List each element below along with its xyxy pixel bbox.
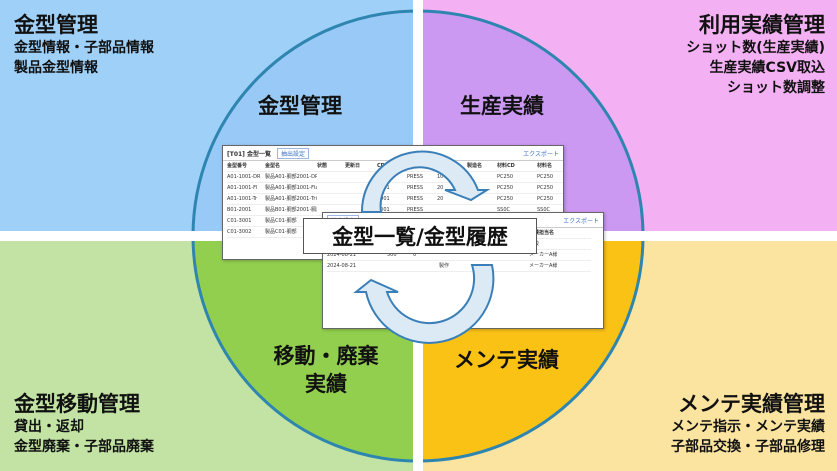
table-header-cell: 金型名 xyxy=(265,161,317,172)
corner-line: 貸出・返却 xyxy=(14,419,84,435)
table-header-cell: 分類名 xyxy=(407,161,437,172)
table-cell: C01-3002 xyxy=(227,227,265,238)
table-cell: 2024-08-21 xyxy=(327,250,357,261)
table-cell xyxy=(345,172,377,183)
quadrant-label-mold-management: 金型管理 xyxy=(258,94,342,118)
quadrant-label-maintenance-results: メンテ実績 xyxy=(454,348,559,372)
table-header-cell: 材料CD xyxy=(497,161,537,172)
table-cell: メーカーA様 xyxy=(529,261,559,272)
quadrant-label-production-results: 生産実績 xyxy=(460,94,544,118)
table-cell xyxy=(467,183,497,194)
table-cell: メーカーA様 xyxy=(529,250,559,261)
table-cell: 1001 xyxy=(377,183,407,194)
table-cell xyxy=(559,261,591,272)
table-header-cell: CD xyxy=(377,161,407,172)
table-cell: 製作 xyxy=(439,261,469,272)
table-cell: PC250 xyxy=(497,172,537,183)
table-cell: PRESS xyxy=(407,194,437,205)
screenshot-toolbar: [T01] 金型一覧 抽出設定 エクスポート xyxy=(223,146,563,161)
table-cell xyxy=(317,172,345,183)
table-header-cell: 材料名 xyxy=(537,161,563,172)
export-link: エクスポート xyxy=(563,217,599,225)
table-cell xyxy=(439,250,469,261)
corner-line: 金型廃棄・子部品廃棄 xyxy=(14,439,154,455)
table-cell xyxy=(467,172,497,183)
table-cell: B01-2001 xyxy=(227,205,265,216)
table-header-cell xyxy=(437,161,467,172)
corner-title-mold-movement: 金型移動管理 xyxy=(14,392,140,416)
quadrant-label-movement-disposal: 移動・廃棄 実績 xyxy=(263,342,389,398)
table-cell: 製品C01-胴部 xyxy=(265,227,317,238)
table-cell xyxy=(357,261,387,272)
table-cell xyxy=(469,250,499,261)
quadrant-label-line: 実績 xyxy=(305,372,347,396)
table-cell: PC250 xyxy=(497,194,537,205)
table-header-cell: 状態 xyxy=(317,161,345,172)
table-cell xyxy=(469,261,499,272)
corner-line: 生産実績CSV取込 xyxy=(709,60,825,76)
table-cell xyxy=(317,194,345,205)
table-cell: PC250 xyxy=(537,194,563,205)
table-cell: 0 xyxy=(413,250,439,261)
table-cell: 2024-08-21 xyxy=(327,261,357,272)
table-cell: 製品C01-胴部 xyxy=(265,216,317,227)
corner-line: 金型情報・子部品情報 xyxy=(14,40,154,56)
center-banner: 金型一覧/金型履歴 xyxy=(303,218,537,254)
table-cell: PC250 xyxy=(537,172,563,183)
table-cell: 1001 xyxy=(377,194,407,205)
export-link: エクスポート xyxy=(523,150,559,158)
table-cell xyxy=(413,261,439,272)
table-cell: C01-3001 xyxy=(227,216,265,227)
corner-bottom-right: メンテ実績管理 メンテ指示・メンテ実績 子部品交換・子部品修理 xyxy=(671,391,825,457)
table-cell xyxy=(499,250,529,261)
table-header-cell: 実績担当名 xyxy=(529,228,559,239)
corner-title-mold-management: 金型管理 xyxy=(14,13,98,37)
table-cell: 20 xyxy=(437,194,467,205)
quadrant-label-line: 移動・廃棄 xyxy=(273,344,379,368)
table-cell: 製品B01-胴部2001-胴部 xyxy=(265,205,317,216)
table-cell xyxy=(357,250,387,261)
corner-line: 製品金型情報 xyxy=(14,60,98,76)
table-cell xyxy=(559,250,591,261)
corner-bottom-left: 金型移動管理 貸出・返却 金型廃棄・子部品廃棄 xyxy=(14,391,154,457)
table-cell xyxy=(317,183,345,194)
table-header-cell xyxy=(559,228,591,239)
table-header-cell: 更新日 xyxy=(345,161,377,172)
table-cell: PRESS xyxy=(407,172,437,183)
table-cell xyxy=(467,194,497,205)
corner-line: メンテ指示・メンテ実績 xyxy=(671,419,825,435)
table-cell: PRESS xyxy=(407,183,437,194)
table-cell: A01-1001-DR xyxy=(227,172,265,183)
table-cell: 20 xyxy=(437,183,467,194)
corner-title-usage-results: 利用実績管理 xyxy=(699,13,825,37)
table-cell: PC250 xyxy=(497,183,537,194)
corner-line: ショット数調整 xyxy=(727,80,825,96)
corner-line: 子部品交換・子部品修理 xyxy=(671,439,825,455)
screenshot-title: [T01] 金型一覧 xyxy=(227,150,272,158)
table-cell: A01-1001-Tr xyxy=(227,194,265,205)
table-cell: 製品A01-胴部1001-Flange xyxy=(265,183,317,194)
table-cell xyxy=(345,194,377,205)
table-header-cell: 金型番号 xyxy=(227,161,265,172)
table-cell: A01-1001-Fl xyxy=(227,183,265,194)
corner-top-left: 金型管理 金型情報・子部品情報 製品金型情報 xyxy=(14,12,154,78)
table-cell xyxy=(345,183,377,194)
corner-title-maintenance: メンテ実績管理 xyxy=(678,392,825,416)
corner-top-right: 利用実績管理 ショット数(生産実績) 生産実績CSV取込 ショット数調整 xyxy=(686,12,825,98)
table-cell xyxy=(559,239,591,250)
table-cell: 10 xyxy=(437,172,467,183)
table-cell: PC250 xyxy=(537,183,563,194)
table-cell: 製品A01-胴部2001-DRAW xyxy=(265,172,317,183)
table-cell: 製品A01-胴部2001-Trim xyxy=(265,194,317,205)
table-cell: 500 xyxy=(387,250,413,261)
table-cell xyxy=(387,261,413,272)
table-cell xyxy=(499,261,529,272)
filter-button: 抽出設定 xyxy=(277,147,310,159)
table-header-cell: 製造名 xyxy=(467,161,497,172)
table-cell: 1001 xyxy=(377,172,407,183)
corner-line: ショット数(生産実績) xyxy=(686,40,825,56)
